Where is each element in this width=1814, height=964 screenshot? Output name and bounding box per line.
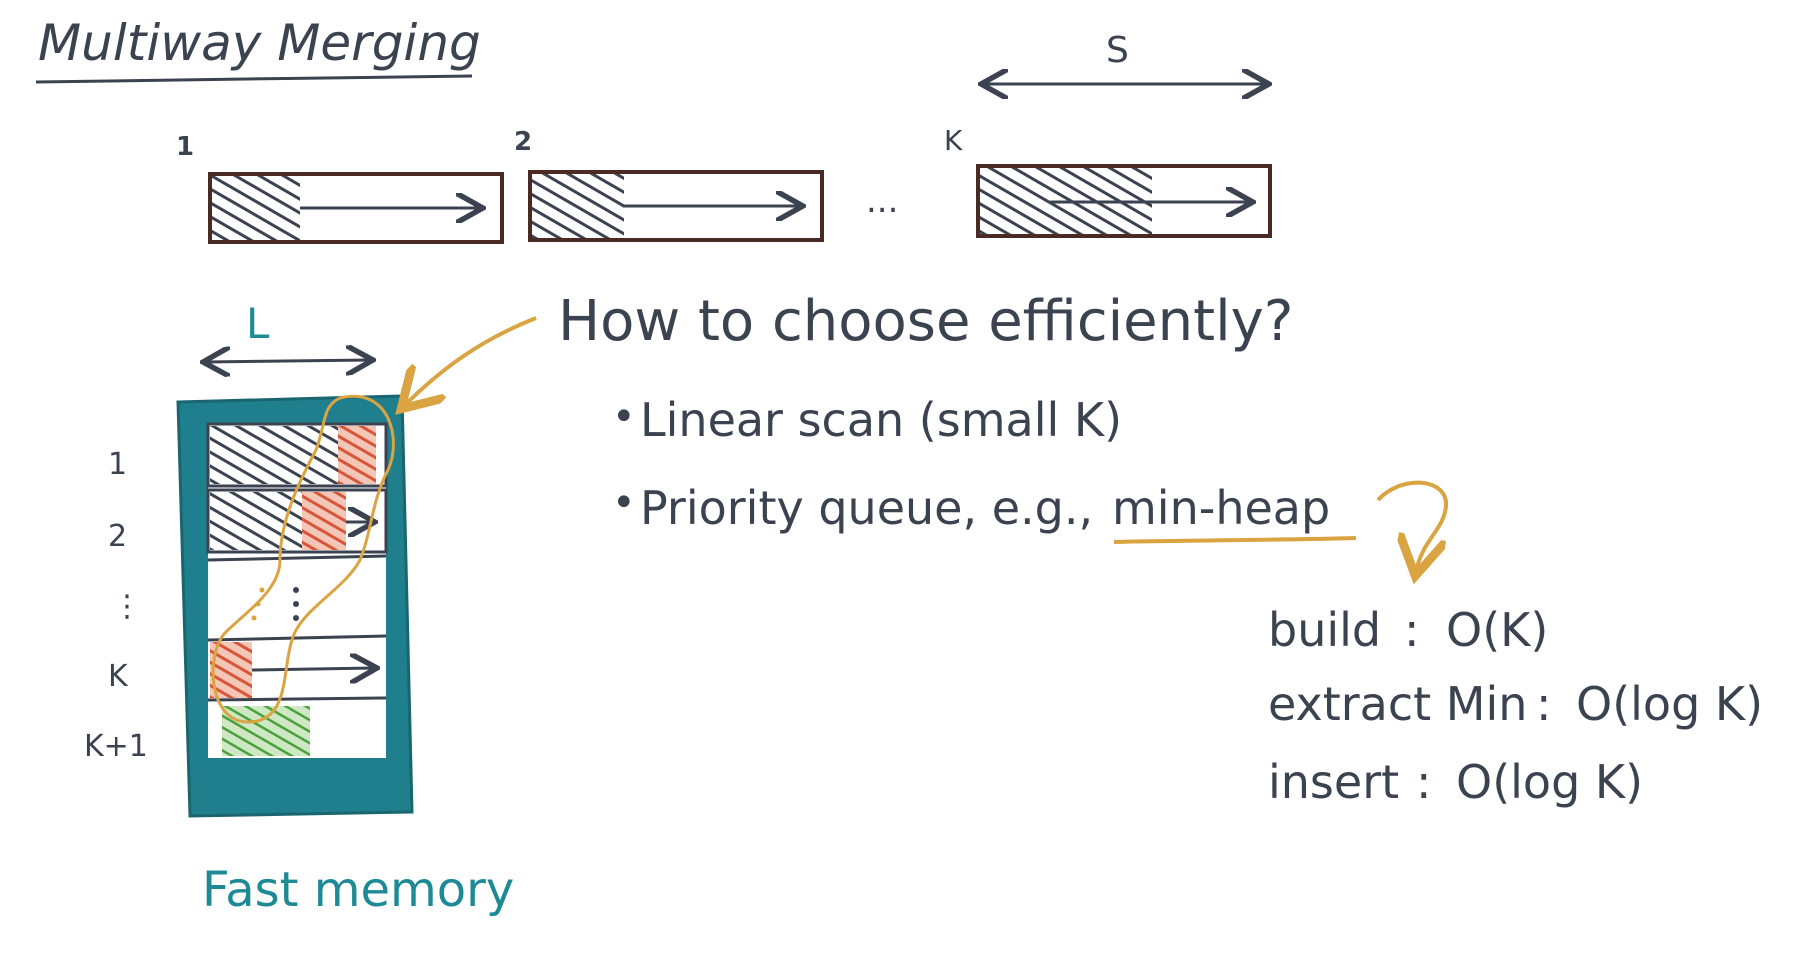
complexity-build: build : O(K) <box>1268 603 1548 657</box>
bullet-priority-queue: Priority queue, e.g., <box>640 481 1093 535</box>
run-label-k: K <box>944 124 963 157</box>
fast-memory-block <box>176 394 414 818</box>
memory-row-label-k: K <box>108 659 129 694</box>
run-k <box>976 164 1272 238</box>
run-label-1: 1 <box>176 132 194 162</box>
complexity-op-build: build <box>1268 603 1381 657</box>
memory-row-label-k-plus-1: K+1 <box>84 729 148 764</box>
complexity-cost-insert: O(log K) <box>1456 755 1643 809</box>
head-selection-outline <box>211 394 395 724</box>
run-size-label: S <box>1106 30 1129 71</box>
complexity-insert: insert : O(log K) <box>1268 755 1643 809</box>
complexity-sep-insert: : <box>1416 755 1432 809</box>
run-1 <box>208 172 504 244</box>
fast-memory-width-arrow <box>206 360 370 362</box>
memory-row-label-ellipsis: ⋮ <box>112 589 142 624</box>
fast-memory-width-label: L <box>246 299 270 348</box>
question-pointer-arrow <box>404 316 537 406</box>
bullet-dot-2: • <box>612 480 636 526</box>
complexity-sep-extract-min: : <box>1536 677 1552 731</box>
question-heading: How to choose efficiently? <box>558 289 1294 354</box>
complexity-cost-extract-min: O(log K) <box>1576 677 1763 731</box>
bullet-linear-scan: Linear scan (small K) <box>640 393 1122 447</box>
bullet-min-heap: min-heap <box>1112 481 1330 535</box>
run-label-2: 2 <box>514 127 532 157</box>
complexity-cost-build: O(K) <box>1446 603 1548 657</box>
complexity-sep-build: : <box>1404 603 1420 657</box>
min-heap-pointer-arrow <box>1376 480 1449 572</box>
bullet-dot-1: • <box>612 394 636 440</box>
fast-memory-caption: Fast memory <box>202 862 514 918</box>
complexity-op-extract-min: extract Min <box>1268 677 1527 731</box>
memory-row-label-1: 1 <box>108 447 127 482</box>
complexity-extract-min: extract Min : O(log K) <box>1268 677 1763 731</box>
page-title: Multiway Merging <box>38 14 481 72</box>
runs-ellipsis: ... <box>866 181 898 221</box>
run-2 <box>528 170 824 242</box>
complexity-op-insert: insert <box>1268 755 1399 809</box>
min-heap-underline <box>1113 536 1357 544</box>
title-underline <box>35 74 473 84</box>
memory-row-label-2: 2 <box>108 519 127 554</box>
